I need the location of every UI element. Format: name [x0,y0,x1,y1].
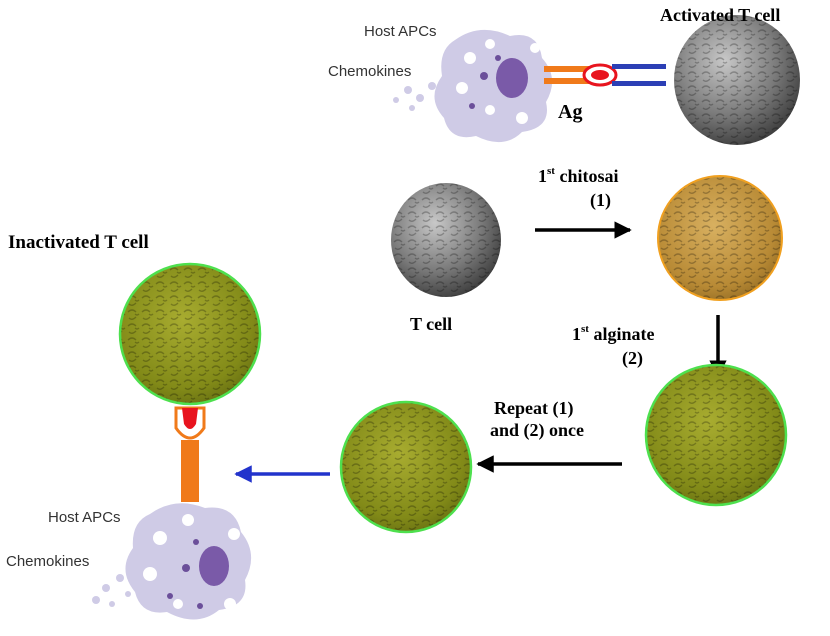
activated-t-cell [674,15,800,145]
alginate-coated-cell [644,363,788,507]
step2-label-line2: (2) [622,348,643,369]
t-cell-label: T cell [410,314,452,334]
chemokines-label-top: Chemokines [328,63,411,80]
chemokines-dots-bottom [92,574,131,607]
step1-label-line1: 1st chitosai [538,165,618,186]
inactivated-t-cell [118,262,262,406]
inactivated-t-cell-label: Inactivated T cell [8,232,149,253]
step2-label-line1: 1st alginate [572,323,654,344]
host-apc-top [434,29,553,143]
host-apcs-label-top: Host APCs [364,23,437,40]
host-apc-bottom [125,503,252,620]
blocked-receptor [174,406,206,502]
host-apcs-label-bottom: Host APCs [48,509,121,526]
ag-label: Ag [558,101,582,123]
multilayer-coated-cell [339,400,473,534]
chemokines-dots-top [393,82,436,111]
repeat-label-line2: and (2) once [490,420,584,441]
activated-t-cell-label: Activated T cell [660,5,780,25]
chemokines-label-bottom: Chemokines [6,553,89,570]
receptor-complex [544,63,666,87]
step1-label-line2: (1) [590,190,611,211]
t-cell [391,183,501,297]
repeat-label-line1: Repeat (1) [494,398,573,419]
chitosan-coated-cell [657,175,783,301]
